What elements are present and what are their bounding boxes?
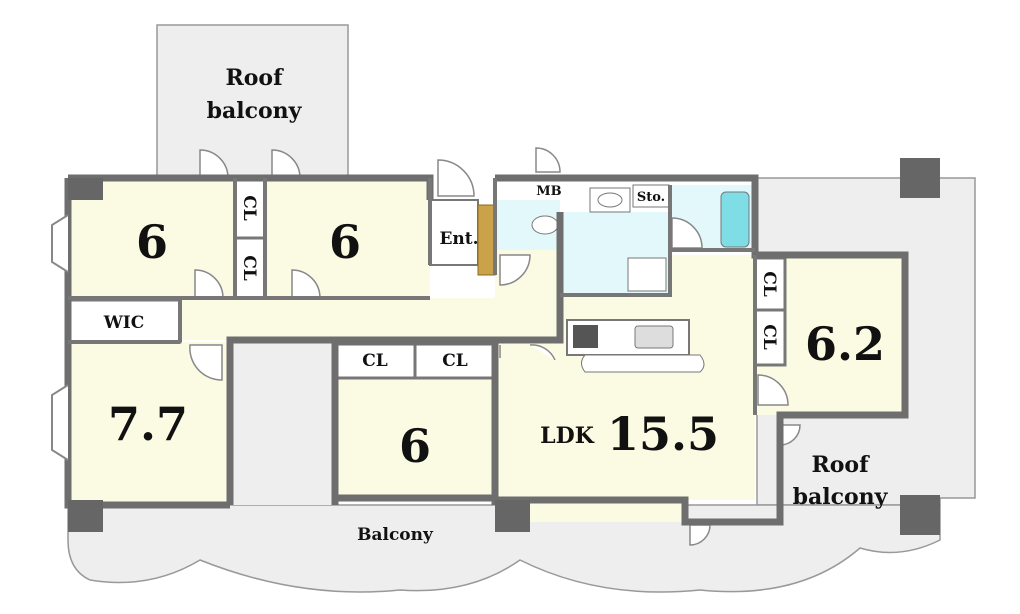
door-icon [499,344,556,361]
sto-label: Sto. [637,190,665,205]
roof-balcony-right-label-2: balcony [793,484,889,510]
column [900,158,940,198]
closet-label: CL [239,255,259,281]
closet-label: CL [362,351,388,371]
breakfast-bar [581,354,705,373]
bay-window [51,214,69,273]
column [68,500,103,532]
courtyard [230,340,335,505]
door-icon [499,254,531,286]
bedroom-bottom-middle-size: 6 [399,419,431,473]
toilet-icon [531,215,559,235]
interior-walls [68,178,757,415]
washer-pan [627,257,667,292]
closet-label: CL [759,324,779,350]
bay-window [51,384,69,461]
kitchen-sink-icon [634,325,674,349]
entrance-step [477,204,496,276]
entrance-door-icon [437,159,475,197]
column [495,500,530,532]
bedroom-right-size: 6.2 [805,317,885,371]
ldk-size: 15.5 [607,407,719,461]
door-icon [671,217,703,249]
mb-box [528,178,570,200]
closet-label: CL [239,195,259,221]
door-icon [189,344,223,381]
bedroom-top-middle-size: 6 [329,215,361,269]
entrance-label: Ent. [439,229,478,249]
sink-icon [597,192,623,208]
bedroom-left-size: 7.7 [108,397,188,451]
door-icon [535,147,561,173]
bathtub-icon [720,191,750,248]
mb-label: MB [536,184,561,199]
balcony-bottom [67,504,941,593]
column [900,495,940,535]
roof-balcony-top-label-2: balcony [207,98,303,124]
roof-balcony-top-label-1: Roof [225,65,284,91]
roof-balcony-right-label-1: Roof [811,452,870,478]
ldk-label: LDK [540,423,595,449]
roof-balcony-top [156,24,349,181]
balcony-label: Balcony [357,525,434,545]
door-icon [689,524,711,546]
closet-label: CL [442,351,468,371]
closet-6 [753,308,787,367]
stove-icon [573,325,598,348]
bedroom-top-left-size: 6 [136,215,168,269]
wic-label: WIC [103,313,145,333]
closet-label: CL [759,271,779,297]
door-icon [757,374,789,406]
closet-4 [413,340,497,380]
bedroom-bottom-middle [335,378,495,498]
column [68,178,103,200]
